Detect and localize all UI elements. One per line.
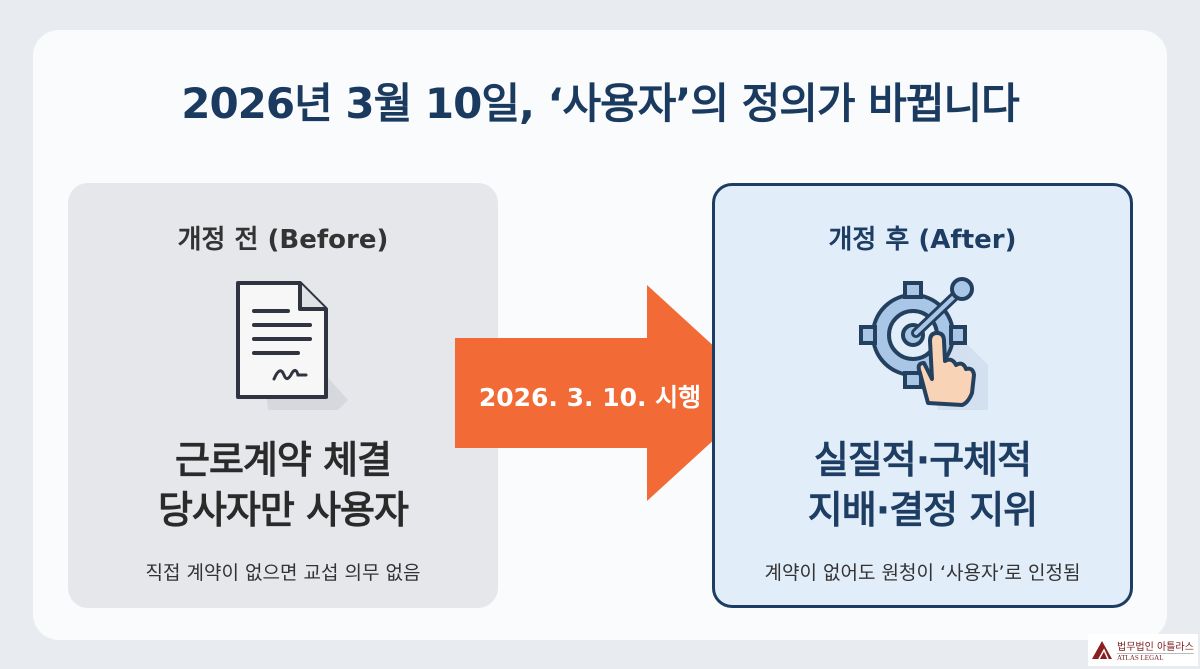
effective-date-label: 2026. 3. 10. 시행	[478, 383, 702, 412]
after-heading: 개정 후 (After)	[828, 225, 1017, 255]
after-main: 실질적·구체적 지배·결정 지위	[715, 435, 1130, 535]
before-main-line2: 당사자만 사용자	[158, 488, 409, 532]
arrow-right-icon	[455, 285, 765, 501]
after-subtext: 계약이 없어도 원청이 ‘사용자’로 인정됨	[764, 562, 1081, 584]
logo-korean: 법무법인 아틀라스	[1117, 642, 1194, 653]
document-signature-icon	[236, 281, 348, 410]
law-firm-logo: 법무법인 아틀라스 ATLAS LEGAL	[1088, 634, 1198, 666]
gear-hand-control-icon	[858, 277, 988, 410]
before-subtext: 직접 계약이 없으면 교섭 의무 없음	[145, 562, 421, 584]
before-main: 근로계약 체결 당사자만 사용자	[68, 435, 498, 535]
after-main-line1: 실질적·구체적	[813, 438, 1032, 482]
page-title: 2026년 3월 10일, ‘사용자’의 정의가 바뀝니다	[181, 79, 1020, 128]
before-panel: 개정 전 (Before) 근로계약 체결 당사자만 사용자 직접 계약이 없으…	[68, 183, 498, 608]
logo-english: ATLAS LEGAL	[1117, 653, 1194, 662]
after-main-line2: 지배·결정 지위	[807, 488, 1038, 532]
after-panel: 개정 후 (After) 실질적·구체적 지배·결정 지위 계약이 없어도 원청…	[712, 183, 1133, 608]
before-main-line1: 근로계약 체결	[175, 438, 392, 482]
before-heading: 개정 전 (Before)	[177, 225, 389, 255]
atlas-mountain-icon	[1092, 641, 1112, 660]
